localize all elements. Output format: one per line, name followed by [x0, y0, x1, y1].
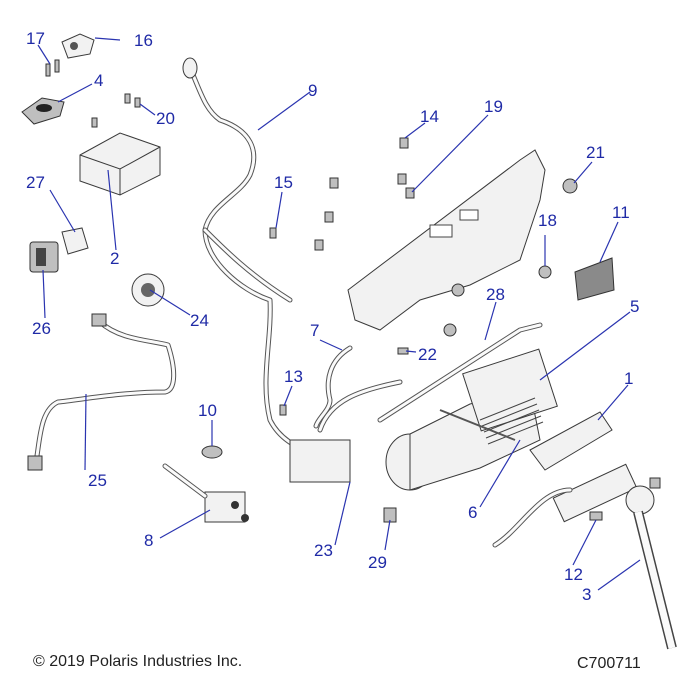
part-17-screws [45, 59, 60, 77]
part-3-hook [625, 485, 677, 650]
callout-13: 13 [284, 367, 303, 386]
callout-6: 6 [468, 503, 477, 522]
callout-24: 24 [190, 311, 209, 330]
callout-5: 5 [630, 297, 639, 316]
part-8-contactor [162, 463, 249, 523]
callout-21: 21 [586, 143, 605, 162]
callout-numbers: 1 2 3 4 5 6 7 8 9 10 11 12 13 14 15 16 1… [26, 29, 639, 604]
callout-27: 27 [26, 173, 45, 192]
callout-18: 18 [538, 211, 557, 230]
part-7-cable [313, 345, 353, 429]
part-10-clamp [201, 445, 223, 459]
part-6-strap [439, 409, 516, 441]
part-5-winch [385, 348, 558, 491]
part-1-fairlead [529, 411, 638, 523]
callout-10: 10 [198, 401, 217, 420]
part-15-bolt [269, 227, 277, 239]
part-28-cable [377, 322, 543, 423]
callout-14: 14 [420, 107, 439, 126]
callout-26: 26 [32, 319, 51, 338]
part-11-label [574, 257, 615, 301]
callout-28: 28 [486, 285, 505, 304]
drawing-code: C700711 [577, 655, 641, 672]
callout-16: 16 [134, 31, 153, 50]
leader-lines [37, 37, 641, 591]
part-2-control-module [79, 132, 161, 196]
callout-17: 17 [26, 29, 45, 48]
callout-12: 12 [564, 565, 583, 584]
part-26-switch [29, 241, 59, 273]
part-9-main-harness [182, 57, 323, 458]
callout-15: 15 [274, 173, 293, 192]
part-13-screw [279, 404, 287, 416]
part-14-bolts [314, 137, 415, 251]
callout-4: 4 [94, 71, 103, 90]
callout-7: 7 [310, 321, 319, 340]
part-25-harness [27, 313, 177, 471]
part-23-solenoid-pack [289, 379, 403, 483]
callout-9: 9 [308, 81, 317, 100]
part-19-mounting-plate [347, 149, 546, 331]
callout-25: 25 [88, 471, 107, 490]
callout-8: 8 [144, 531, 153, 550]
copyright-notice: © 2019 Polaris Industries Inc. [33, 653, 243, 670]
part-16-clip [61, 33, 95, 59]
callout-20: 20 [156, 109, 175, 128]
callout-3: 3 [582, 585, 591, 604]
callout-23: 23 [314, 541, 333, 560]
battery-cable [492, 487, 573, 548]
callout-22: 22 [418, 345, 437, 364]
callout-2: 2 [110, 249, 119, 268]
part-24-rocker [131, 273, 165, 307]
part-4-sensor [21, 97, 65, 125]
callout-19: 19 [484, 97, 503, 116]
part-20-bolts [91, 93, 141, 128]
callout-1: 1 [624, 369, 633, 388]
part-29-connector [383, 507, 397, 523]
callout-11: 11 [612, 203, 630, 222]
callout-29: 29 [368, 553, 387, 572]
part-18-nut [443, 265, 552, 337]
part-21-nut [562, 178, 578, 194]
part-27-bracket [61, 227, 89, 255]
